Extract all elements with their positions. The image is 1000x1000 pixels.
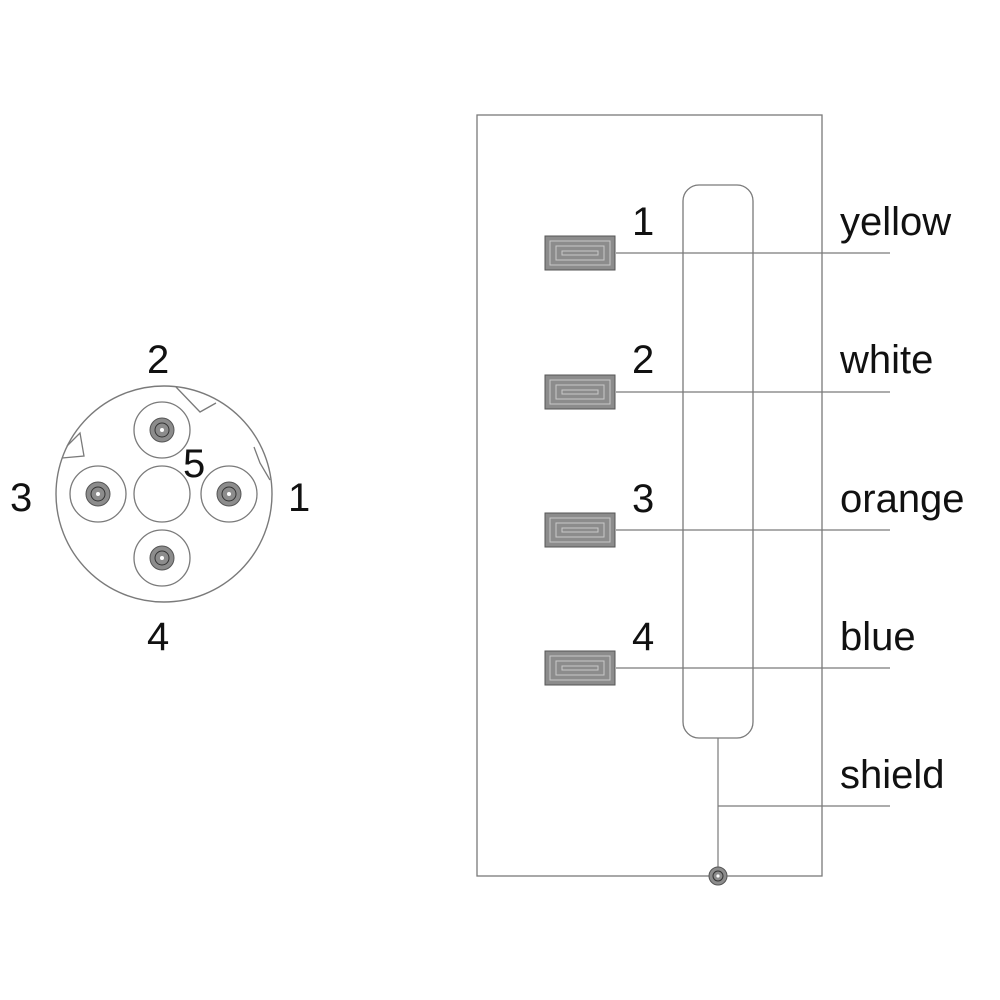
wire-color-2: white bbox=[839, 338, 933, 382]
pin-2-socket bbox=[133, 401, 191, 459]
shield-label: shield bbox=[840, 753, 945, 797]
connector-outline bbox=[55, 385, 273, 603]
pin-4-socket bbox=[133, 529, 191, 587]
contact-number-2: 2 bbox=[632, 338, 654, 382]
shield-ground-terminal bbox=[708, 866, 728, 886]
wire-color-1: yellow bbox=[840, 200, 951, 244]
coding-key-right bbox=[253, 446, 271, 481]
pin-1-socket bbox=[200, 465, 258, 523]
wire-color-4: blue bbox=[840, 615, 916, 659]
pin-label-4: 4 bbox=[147, 615, 169, 659]
contact-number-1: 1 bbox=[632, 200, 654, 244]
wire-color-3: orange bbox=[840, 477, 965, 521]
coding-key-top-right bbox=[175, 386, 217, 413]
coding-key-left bbox=[61, 431, 85, 459]
pin-label-1: 1 bbox=[288, 476, 310, 520]
contact-number-4: 4 bbox=[632, 615, 654, 659]
contact-2 bbox=[544, 374, 616, 410]
housing-outline bbox=[476, 114, 823, 877]
contact-4 bbox=[544, 650, 616, 686]
wiring-schematic: 1 2 3 4 yellow white orange blue shield bbox=[476, 114, 965, 886]
pin-label-2: 2 bbox=[147, 338, 169, 382]
pin-label-3: 3 bbox=[10, 476, 32, 520]
contact-number-3: 3 bbox=[632, 477, 654, 521]
connector-face-view: 2 3 1 5 4 bbox=[10, 338, 310, 659]
cable-jacket bbox=[682, 184, 754, 739]
pin-5-center bbox=[133, 465, 191, 523]
contact-3 bbox=[544, 512, 616, 548]
contact-1 bbox=[544, 235, 616, 271]
pin-label-5: 5 bbox=[183, 442, 205, 486]
pin-3-socket bbox=[69, 465, 127, 523]
